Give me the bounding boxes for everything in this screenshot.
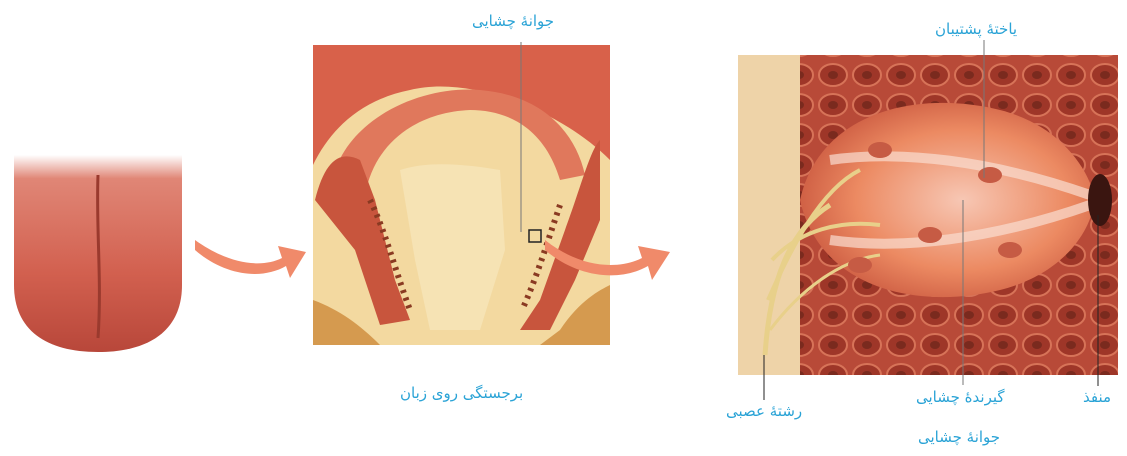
taste-receptor-label: گیرندهٔ چشایی <box>916 388 1005 406</box>
pore-label: منفذ <box>1083 388 1111 406</box>
papilla-caption: برجستگی روی زبان <box>400 384 523 402</box>
taste-bud-illustration <box>738 55 1118 375</box>
nerve-fiber-label: رشتهٔ عصبی <box>726 402 802 420</box>
supporting-cell-label: یاختهٔ پشتیبان <box>935 20 1017 38</box>
tongue-illustration <box>14 155 182 352</box>
taste-bud-top-label: جوانهٔ چشایی <box>472 12 554 30</box>
taste-bud-caption: جوانهٔ چشایی <box>918 428 1000 446</box>
papilla-illustration <box>313 45 610 345</box>
arrow-right-1 <box>195 240 306 278</box>
